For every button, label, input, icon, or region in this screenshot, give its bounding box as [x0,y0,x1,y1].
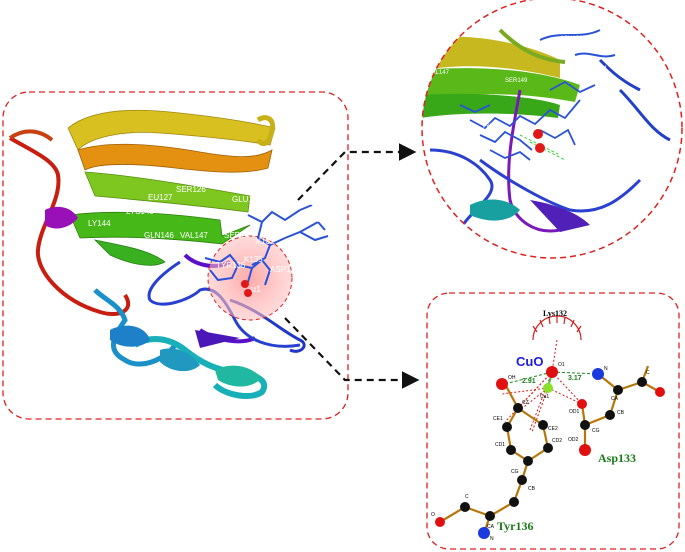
tr-label-val147: VAL147 [428,70,450,76]
tr-label-arg152: ARG152 [598,26,622,32]
atomlbl-oh: OH [508,375,516,381]
tr-label-asn131: ASN131 [560,36,583,42]
atomlbl-cd1: CD1 [495,442,505,448]
atomlbl-cd2: CD2 [552,438,562,444]
label-ser126: SER126 [176,185,206,194]
atomlbl-ca-tyr: CA [487,524,495,530]
atomlbl-od2: OD2 [568,437,579,443]
arrow-to-bottom-panel [284,317,420,389]
atom-cu1 [543,383,553,393]
atomlbl-ca-asp: CA [611,396,619,402]
hbond-lines [504,371,599,385]
atom-cg-tyr [523,456,533,466]
atom-oh-tyr [496,378,508,390]
atomlbl-cg-tyr: CG [511,469,519,475]
lys132-contact-arc [532,315,582,341]
contact-lines [501,339,583,433]
tr-label-lys153: LYS153 [622,58,644,64]
residue-label-tyr136: Tyr136 [497,519,533,533]
lys132-label: Lys132 [543,309,567,318]
atom-o1 [546,366,558,378]
arrow-to-top-panel [297,143,417,201]
ligand-spheres-left [241,280,252,297]
atom-ca-tyr [509,497,519,507]
atomlbl-cb-asp: CB [617,410,625,416]
atom-cd1 [506,445,516,455]
tr-label-s155: S155 [560,70,575,76]
distance-2-91: 2.91 [522,378,536,385]
atom-od2 [579,444,591,456]
label-glu130: GLU130 [232,195,262,204]
atomlbl-cz: CZ [522,400,529,406]
label-val147: VAL147 [180,231,208,240]
label-gln146: GLN146 [144,231,174,240]
tr-label-glu130: GLU130 [512,14,535,20]
tr-label-tyr136: TYR136 [482,124,505,130]
atomlbl-n-asp: N [604,366,608,372]
atom-o-tyr [435,517,445,527]
label-k132: K132 [256,237,275,246]
label-arg152: ARG152 [288,198,319,207]
atom-ca-asp [613,385,623,395]
label-lys153: LYS153 [307,215,335,224]
atom-cg-asp [580,420,590,430]
residue-label-asp133: Asp133 [598,451,636,465]
atom-o-asp [655,387,665,397]
atomlbl-n-tyr: N [490,536,494,542]
label-tyr136: TYR136 [216,261,246,270]
atom-ce2 [538,420,548,430]
atomlbl-ce2: CE2 [548,426,558,432]
tr-label-asp133: ASP133 [576,128,599,134]
asp133-bonds [580,365,661,450]
atom-n-tyr [478,527,490,539]
atomlbl-cb-tyr: CB [528,486,536,492]
left-residue-sticks [204,204,329,286]
left-panel-frame [2,91,349,420]
protein-ribbon [8,109,306,399]
ligand-label-cuo: CuO [516,354,543,369]
atomlbl-c-asp: C [646,370,650,376]
label-lys145: LYS145 [126,207,154,216]
atomlbl-od1: OD1 [569,409,580,415]
atomlbl-o1: O1 [558,362,565,368]
tr-label-ser149: SER149 [505,78,528,84]
atomlbl-cu1: Cu1 [540,394,549,400]
label-k135: K135 [244,255,263,264]
bottom-panel-frame [426,292,680,550]
distance-3-17: 3.17 [568,375,582,382]
atom-c-tyr [485,511,495,521]
top-panel-frame [421,0,683,259]
atom-cb-tyr [517,475,527,485]
atom-n-asp [592,368,604,380]
label-ser14: SER14 [224,231,250,240]
tr-label-asn151: ASN151 [585,66,608,72]
label-eu127: EU127 [148,193,173,202]
atom-cd2 [543,443,553,453]
atomlbl-cg-asp: CG [592,428,600,434]
atomlbl-o-tyr: O [431,512,435,518]
top-zoom-content [422,28,671,233]
atomlbl-ce1: CE1 [493,416,503,422]
atom-od1 [577,399,587,409]
atomlbl-c-tyr: C [465,494,469,500]
ligand-label-left: u1 [251,284,261,294]
atom-ce1 [502,422,512,432]
atom-c-asp [637,377,647,387]
label-ly144: LY144 [88,219,111,228]
atoms [435,366,665,539]
label-asp133: ASP133 [270,265,300,274]
atom-cz [513,403,523,413]
atom-c2-tyr [460,502,470,512]
atom-cb-asp [605,410,615,420]
